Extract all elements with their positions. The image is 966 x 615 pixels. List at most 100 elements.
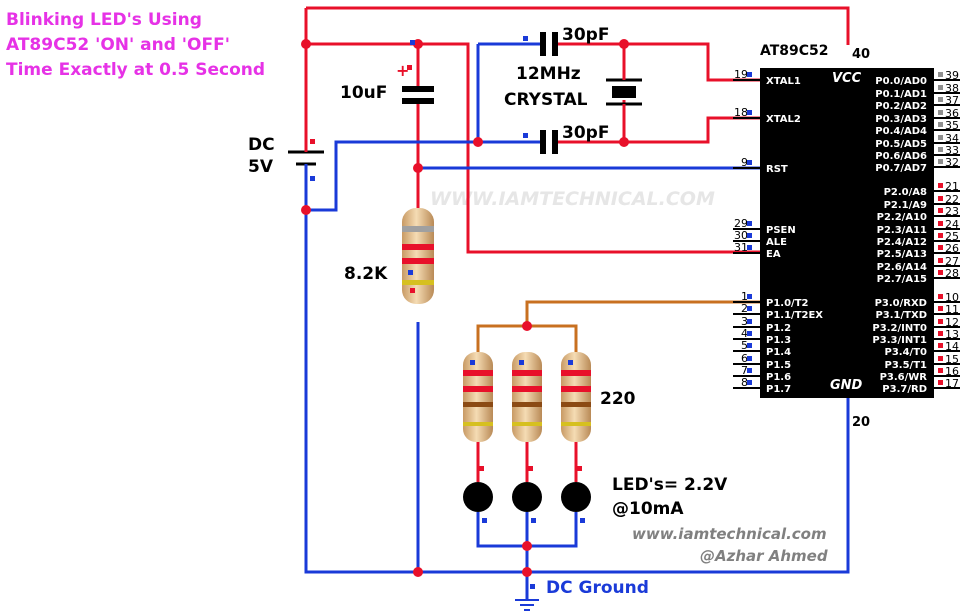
pin-label: XTAL2 [766,114,801,125]
pin-number: 35 [945,119,959,132]
capacitor-30pf-bottom-icon [523,130,558,154]
pin-number: 16 [945,365,959,378]
resistor-220-3-icon [561,352,591,471]
capacitor-30pf-top-icon [523,32,558,56]
pin-label: ALE [766,237,787,248]
chip-pin-6: 6P1.5 [733,352,791,371]
led-icons [463,482,591,523]
pin-number: 5 [741,339,748,352]
pin-label: P2.1/A9 [884,200,927,211]
pin-number: 29 [734,217,748,230]
chip-pin-1: 1P1.0/T2 [733,290,809,309]
pin-label: P0.6/AD6 [875,151,927,162]
pin-number: 24 [945,218,959,231]
pin-label: RST [766,164,788,175]
pin-label: P2.6/A14 [877,262,927,273]
pin-number: 14 [945,340,959,353]
chip-pin-7: 7P1.6 [733,364,791,383]
capacitor-polarity: + [396,61,409,80]
pin-label: P3.0/RXD [875,298,927,309]
pin-label: P1.0/T2 [766,298,809,309]
capacitor-30pf-top-label: 30pF [562,25,609,45]
pin-number: 31 [734,241,748,254]
pin-label: P0.4/AD4 [875,126,927,137]
pin-number: 13 [945,328,959,341]
pin-label: P0.2/AD2 [875,101,927,112]
chip-vcc-label: VCC [832,71,862,86]
pin-number: 15 [945,353,959,366]
pin-label: EA [766,249,781,260]
pin-label: P0.1/AD1 [875,89,927,100]
chip-left-pins: 19XTAL118XTAL29RST29PSEN30ALE31EA1P1.0/T… [733,68,823,395]
resistor-220-label: 220 [600,389,636,409]
pin-label: P3.1/TXD [875,310,927,321]
chip-pin-2: 2P1.1/T2EX [733,302,823,321]
resistor-220-1-icon [463,352,493,471]
pin-label: P2.5/A13 [877,249,927,260]
capacitor-30pf-bottom-label: 30pF [562,123,609,143]
pin-number: 37 [945,94,959,107]
pin-number: 19 [734,68,748,81]
chip-body [760,68,934,398]
watermark: WWW.IAMTECHNICAL.COM [430,188,715,210]
pin-number: 10 [945,291,959,304]
title-line-1: Blinking LED's Using [6,10,202,30]
chip-gnd-label: GND [830,378,863,393]
resistor-220-2-icon [512,352,542,471]
battery-icon [288,139,324,181]
pin-number: 11 [945,303,959,316]
pin-label: P2.3/A11 [877,225,927,236]
pin-number: 3 [741,315,748,328]
crystal-frequency-label: 12MHz [516,64,581,84]
gnd-wires [304,42,850,600]
crystal-icon [606,68,642,116]
title-line-3: Time Exactly at 0.5 Second [6,60,266,80]
chip-name: AT89C52 [760,43,829,59]
pin-number: 26 [945,242,959,255]
pin-label: P3.2/INT0 [872,323,927,334]
pin-number: 32 [945,156,959,169]
led-bus-wire [476,300,760,352]
pin-label: P1.3 [766,335,791,346]
pin-label: P1.4 [766,347,791,358]
pin-number: 1 [741,290,748,303]
pin-label: P2.7/A15 [877,274,927,285]
pin-label: P2.4/A12 [877,237,927,248]
pin-label: P0.7/AD7 [875,163,927,174]
pin-number: 38 [945,82,959,95]
chip-pin-3: 3P1.2 [733,315,791,334]
pin-label: PSEN [766,225,796,236]
pin-number: 8 [741,376,748,389]
chip-pin-8: 8P1.7 [733,376,791,395]
credit-website: www.iamtechnical.com [632,525,827,543]
pin-number: 33 [945,144,959,157]
chip-gnd-pin: 20 [852,415,870,430]
pin-number: 4 [741,327,748,340]
title-line-2: AT89C52 'ON' and 'OFF' [6,35,230,55]
credit-author: @Azhar Ahmed [700,547,828,565]
pin-label: P3.4/T0 [885,347,928,358]
